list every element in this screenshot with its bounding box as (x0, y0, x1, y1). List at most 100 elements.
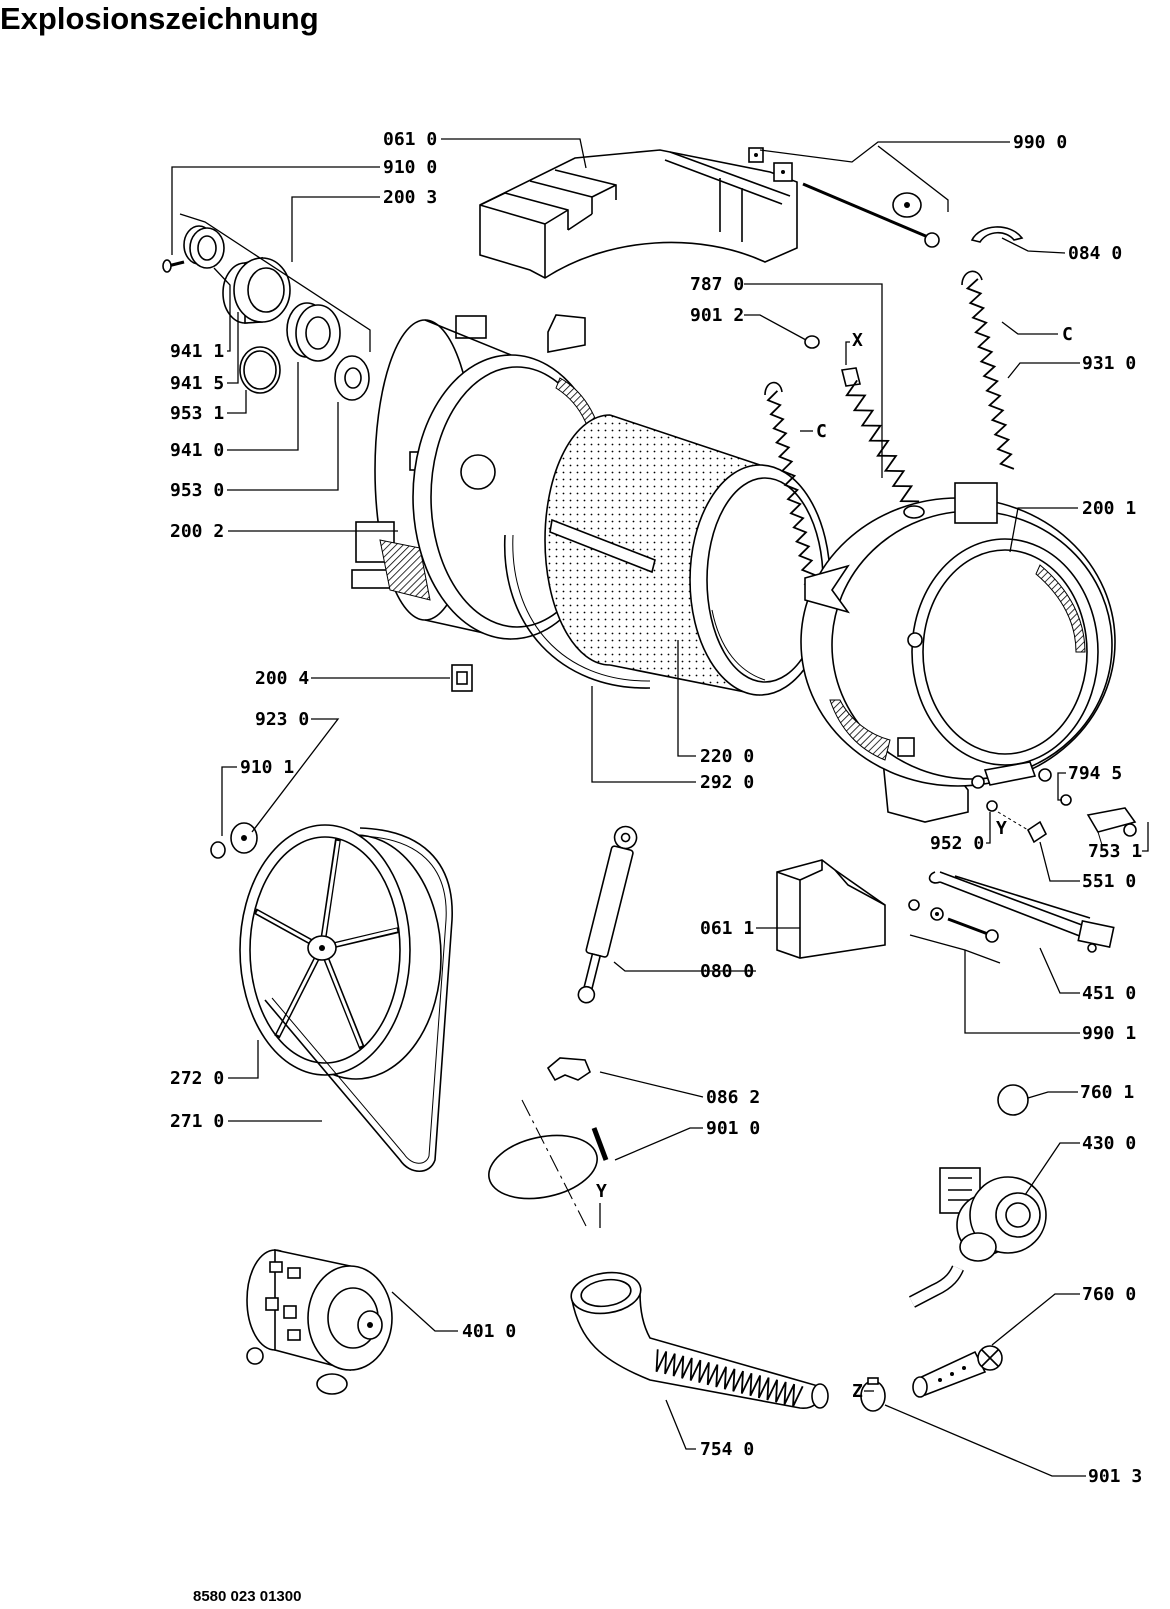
leader-lines-shape (251, 718, 340, 833)
front-small-parts-shape (983, 761, 1037, 786)
leader-lines-shape (884, 1404, 1086, 1477)
drive-belt-part-shape (264, 827, 453, 1173)
rear-bearing-assembly-shape (247, 267, 285, 313)
motor-part-shape (287, 1329, 301, 1341)
hose-clamp-part (804, 335, 820, 349)
shock-absorber-part-shape (583, 952, 602, 990)
hose-clip-part-shape (546, 1057, 591, 1082)
pulley-washer-part-shape (210, 841, 226, 859)
callout-label: 941 0 (170, 440, 224, 461)
callout-label: 990 1 (1082, 1023, 1136, 1044)
leader-lines-shape (221, 766, 237, 836)
inlet-hose-part-shape (804, 564, 850, 614)
motor-part-shape (283, 1305, 297, 1319)
leader-lines-shape (759, 141, 1010, 163)
shock-absorber-part-shape (585, 845, 634, 958)
leader-lines-shape (1142, 822, 1149, 852)
inlet-hose-part-shape (766, 390, 818, 590)
motor-part-shape (367, 1322, 373, 1328)
hardware-set-part (748, 147, 940, 248)
leader-lines-shape (1024, 1142, 1080, 1196)
front-tub-part-shape (954, 482, 998, 524)
pump-filter-part-shape (981, 1349, 999, 1367)
leader-lines-shape (613, 961, 756, 972)
leader-lines-shape (877, 145, 949, 212)
hardware-set-part-shape (904, 202, 910, 208)
callout-label: 760 0 (1082, 1284, 1136, 1305)
drain-clamp-part-shape (867, 1377, 879, 1385)
inner-drum-part-shape (549, 518, 656, 574)
inner-drum-part-shape (711, 609, 766, 681)
rear-bearing-assembly-shape (243, 350, 277, 390)
callout-label: 271 0 (170, 1111, 224, 1132)
vent-hose-part-shape (961, 270, 983, 286)
rear-bearing-assembly-shape (189, 227, 225, 269)
drain-bellows-part-shape (570, 1271, 642, 1315)
heater-hardware-part-shape (935, 912, 939, 916)
leader-lines-shape (964, 950, 1080, 1034)
pulley-washer-part (210, 822, 258, 859)
marker-label: C (816, 421, 827, 442)
rear-bearing-assembly-shape (334, 355, 370, 401)
rear-bearing-assembly-shape (239, 346, 281, 394)
marker-label: Y (596, 1181, 607, 1202)
callout-label: 272 0 (170, 1068, 224, 1089)
inlet-hose-part (764, 381, 850, 614)
front-tub-part-shape (907, 632, 923, 648)
hose-clamp-part-shape (804, 335, 820, 349)
motor-part-shape (246, 1347, 264, 1365)
heater-element-part-shape (1077, 919, 1115, 949)
drain-clamp-part-shape (860, 1380, 886, 1412)
callout-label: 953 0 (170, 480, 224, 501)
drawing-number: 8580 023 01300 (193, 1588, 301, 1605)
axis-lines-shape (521, 1099, 587, 1227)
hardware-set-part-shape (781, 170, 785, 174)
leader-lines-shape (227, 390, 247, 414)
marker-label: Z (852, 1381, 863, 1402)
rear-bearing-assembly (162, 225, 370, 401)
top-cover-part (479, 149, 798, 279)
hardware-set-part-shape (802, 182, 929, 239)
tub-clip-part-shape (451, 664, 473, 692)
bellows-hose-part (841, 367, 925, 519)
pump-filter-part (912, 1345, 1003, 1398)
heater-hardware-part-shape (985, 929, 999, 943)
leader-lines-shape (845, 341, 850, 365)
motor-part (246, 1249, 393, 1395)
leader-lines-shape (1027, 1091, 1078, 1099)
shock-absorber-part (577, 825, 638, 1004)
leader-lines-shape (986, 812, 991, 844)
callout-label: 220 0 (700, 746, 754, 767)
drive-belt-part-shape (271, 835, 447, 1164)
front-tub-part-shape (897, 737, 915, 757)
callout-label: 086 2 (706, 1087, 760, 1108)
callout-label: 901 0 (706, 1118, 760, 1139)
leader-lines-shape (1057, 772, 1066, 801)
shock-absorber-part-shape (577, 985, 596, 1004)
drain-pump-part (908, 1167, 1047, 1308)
rear-bearing-assembly-shape (344, 367, 362, 389)
heater-hardware-part-shape (908, 899, 920, 911)
tub-seal-ring-part-shape (503, 534, 651, 689)
connection-markers: X C C Y Y Z (596, 324, 1073, 1402)
pump-filter-part-shape (938, 1378, 942, 1382)
callout-label: 080 0 (700, 961, 754, 982)
tub-seal-ring-part (503, 534, 651, 689)
heater-element-part (928, 871, 1115, 953)
leader-lines-shape (991, 1293, 1080, 1346)
leader-lines-shape (228, 1040, 259, 1079)
leader-lines-shape (1009, 507, 1078, 553)
motor-part-shape (269, 1261, 283, 1273)
callout-label: 923 0 (255, 709, 309, 730)
leader-lines-shape (213, 267, 231, 352)
callout-label: 760 1 (1080, 1082, 1134, 1103)
drain-pump-part-shape (995, 1192, 1041, 1238)
tub-clip-part-shape (456, 671, 468, 685)
callout-label: 451 0 (1082, 983, 1136, 1004)
heater-hardware-part (908, 899, 999, 943)
pump-o-ring-part (997, 1084, 1029, 1116)
callout-label: 910 0 (383, 157, 437, 178)
leader-lines-shape (1039, 841, 1080, 882)
hardware-set-part-shape (924, 232, 940, 248)
callout-label: 551 0 (1082, 871, 1136, 892)
